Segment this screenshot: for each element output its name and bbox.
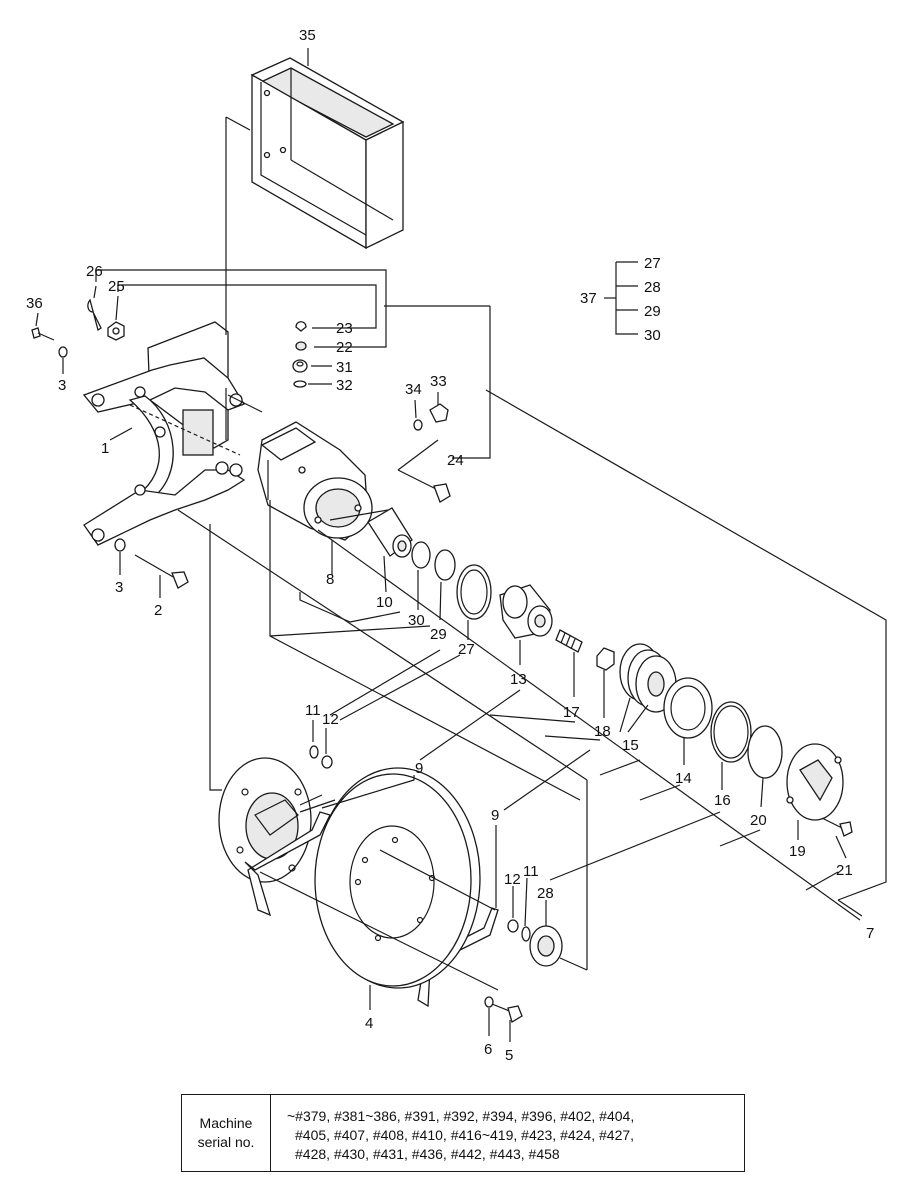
callout-27-diagram: 27 xyxy=(458,641,475,658)
part-13-hub xyxy=(499,584,553,639)
part-27-backup-ring xyxy=(456,564,492,620)
part-4-brake-disc xyxy=(314,767,481,989)
callout-30-group: 30 xyxy=(644,327,661,344)
serial-number-table: Machine serial no. ~#379, #381~386, #391… xyxy=(181,1094,745,1172)
part-9-pad-left xyxy=(244,811,331,917)
callout-23: 23 xyxy=(336,320,353,337)
callout-34: 34 xyxy=(405,381,422,398)
callout-19: 19 xyxy=(789,843,806,860)
part-20-ring xyxy=(747,725,783,779)
callout-26: 26 xyxy=(86,263,103,280)
part-17-stud xyxy=(555,629,583,653)
part-19-end-cover xyxy=(786,743,844,821)
callout-11-right: 11 xyxy=(523,863,539,880)
serial-line-2: #405, #407, #408, #410, #416~419, #423, … xyxy=(295,1127,635,1143)
part-36-bolt xyxy=(31,327,55,341)
callout-29-diagram: 29 xyxy=(430,626,447,643)
callout-labels: 35 26 25 36 23 22 31 32 34 33 24 3 1 3 2… xyxy=(26,27,874,1064)
part-35-cover-box xyxy=(250,57,405,250)
callout-11-left: 11 xyxy=(305,702,321,719)
callout-6: 6 xyxy=(484,1041,492,1058)
part-16-ring xyxy=(710,701,752,763)
part-3-washer-lower xyxy=(114,538,126,552)
part-8-caliper-housing xyxy=(257,421,373,541)
serial-label-line1: Machine xyxy=(199,1115,253,1131)
part-18-nut xyxy=(596,647,615,671)
serial-line-3: #428, #430, #431, #436, #442, #443, #458 xyxy=(295,1146,560,1162)
serial-values-cell: ~#379, #381~386, #391, #392, #394, #396,… xyxy=(271,1095,744,1171)
part-24-bolt xyxy=(397,469,451,503)
callout-10: 10 xyxy=(376,594,393,611)
callout-2: 2 xyxy=(154,602,162,619)
part-28-seal-ring xyxy=(529,925,563,967)
part-12-plug-right xyxy=(507,919,519,933)
part-23-cap xyxy=(295,321,307,332)
part-31-nipple xyxy=(292,359,308,373)
serial-label-line2: serial no. xyxy=(197,1134,255,1150)
callout-3-lower: 3 xyxy=(115,579,123,596)
serial-label-cell: Machine serial no. xyxy=(182,1095,271,1171)
callout-32: 32 xyxy=(336,377,353,394)
callout-24: 24 xyxy=(447,452,464,469)
callout-27-group: 27 xyxy=(644,255,661,272)
part-12-plug-left xyxy=(321,755,333,769)
part-34-plug xyxy=(413,419,423,431)
callout-12-right: 12 xyxy=(504,871,521,888)
part-9-pad-right xyxy=(417,907,499,1008)
callout-29-group: 29 xyxy=(644,303,661,320)
part-25-nut xyxy=(107,321,125,341)
part-14-bushing xyxy=(663,677,713,739)
callout-9-right: 9 xyxy=(491,807,499,824)
serial-line-1: ~#379, #381~386, #391, #392, #394, #396,… xyxy=(287,1108,635,1124)
part-3-washer-upper xyxy=(58,346,68,358)
callout-14: 14 xyxy=(675,770,692,787)
callout-13: 13 xyxy=(510,671,527,688)
callout-5: 5 xyxy=(505,1047,513,1064)
callout-21: 21 xyxy=(836,862,853,879)
callout-17: 17 xyxy=(563,704,580,721)
callout-9-upper: 9 xyxy=(415,760,423,777)
callout-1: 1 xyxy=(101,440,109,457)
callout-28-diagram: 28 xyxy=(537,885,554,902)
part-22-fitting xyxy=(295,341,307,351)
callout-18: 18 xyxy=(594,723,611,740)
part-32-oring xyxy=(293,380,307,388)
part-2-bolt xyxy=(134,554,189,589)
callout-12-left: 12 xyxy=(322,711,339,728)
callout-7: 7 xyxy=(866,925,874,942)
callout-15: 15 xyxy=(622,737,639,754)
callout-36: 36 xyxy=(26,295,43,312)
part-11-oring-left xyxy=(309,745,319,759)
part-33-fitting xyxy=(429,403,449,423)
callout-8: 8 xyxy=(326,571,334,588)
callout-20: 20 xyxy=(750,812,767,829)
callout-25: 25 xyxy=(108,278,125,295)
part-11-oring-right xyxy=(521,926,531,942)
callout-30-diagram: 30 xyxy=(408,612,425,629)
callout-22: 22 xyxy=(336,339,353,356)
part-10-piston xyxy=(367,507,413,558)
part-29-seal xyxy=(434,549,456,581)
callout-4: 4 xyxy=(365,1015,373,1032)
part-15-disc-springs xyxy=(619,643,677,713)
callout-37: 37 xyxy=(580,290,597,307)
callout-33: 33 xyxy=(430,373,447,390)
callout-16: 16 xyxy=(714,792,731,809)
part-26-cotter-pin xyxy=(87,298,102,332)
callout-leaders xyxy=(35,48,863,1042)
part-21-bolt xyxy=(821,817,853,837)
part-5-bolt xyxy=(491,1003,523,1023)
callout-28-group: 28 xyxy=(644,279,661,296)
part-30-seal xyxy=(411,541,431,569)
assembly-lines xyxy=(177,116,887,991)
part-6-washer xyxy=(484,996,494,1008)
callout-31: 31 xyxy=(336,359,353,376)
callout-35: 35 xyxy=(299,27,316,44)
callout-3-upper: 3 xyxy=(58,377,66,394)
part-1-bracket xyxy=(82,321,246,546)
